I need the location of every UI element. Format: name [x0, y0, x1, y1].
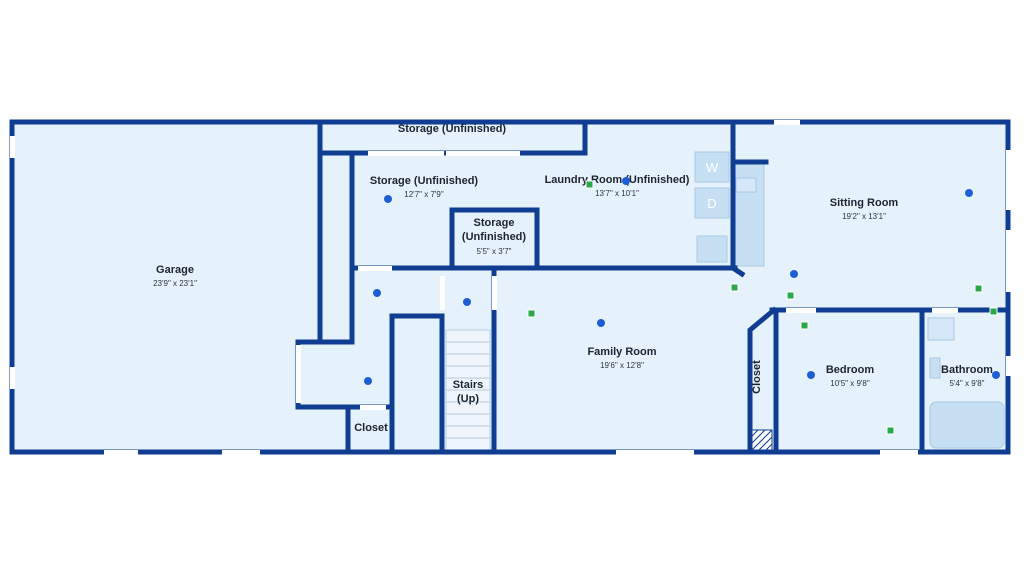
openings: [10, 120, 1011, 455]
photo-marker-icon[interactable]: [597, 319, 605, 327]
sitting-dims: 19'2" x 13'1": [842, 212, 886, 221]
photo-marker-icon[interactable]: [364, 377, 372, 385]
stairs-name-1: Stairs: [453, 379, 484, 391]
bedroom-name: Bedroom: [826, 364, 875, 376]
photo-marker-icon[interactable]: [622, 177, 630, 185]
storage-left-dims: 12'7" x 7'9": [404, 190, 444, 199]
laundry-name: Laundry Room (Unfinished): [545, 174, 690, 186]
closet-hatch: [751, 429, 773, 451]
photo-marker-icon[interactable]: [965, 189, 973, 197]
green-markers: [527, 180, 998, 435]
closet-right-name: Closet: [751, 360, 763, 394]
bathroom-name: Bathroom: [941, 364, 993, 376]
storage-left-name: Storage (Unfinished): [370, 175, 479, 187]
photo-marker-icon[interactable]: [992, 371, 1000, 379]
camera-marker-icon[interactable]: [585, 180, 594, 189]
camera-marker-icon[interactable]: [886, 426, 895, 435]
storage-small-name-1: Storage: [474, 217, 515, 229]
closet-left-name: Closet: [354, 422, 388, 434]
storage-top-name: Storage (Unfinished): [398, 123, 507, 135]
stair-treads: [445, 329, 491, 451]
bedroom-dims: 10'5" x 9'8": [830, 379, 870, 388]
washer-appliance[interactable]: [694, 151, 730, 183]
storage-small-name-2: (Unfinished): [462, 231, 526, 243]
family-dims: 19'6" x 12'8": [600, 361, 644, 370]
dryer-label: D: [707, 196, 716, 211]
photo-marker-icon[interactable]: [463, 298, 471, 306]
photo-marker-icon[interactable]: [790, 270, 798, 278]
camera-marker-icon[interactable]: [786, 291, 795, 300]
sitting-name: Sitting Room: [830, 197, 899, 209]
garage-name: Garage: [156, 264, 194, 276]
camera-marker-icon[interactable]: [800, 321, 809, 330]
storage-small-dims: 5'5" x 3'7": [477, 247, 512, 256]
camera-marker-icon[interactable]: [730, 283, 739, 292]
dryer-appliance[interactable]: [694, 187, 730, 219]
garage-dims: 23'9" x 23'1": [153, 279, 197, 288]
camera-marker-icon[interactable]: [527, 309, 536, 318]
bathroom-vanity: [927, 317, 955, 341]
stairs-name-2: (Up): [457, 393, 479, 405]
laundry-dims: 13'7" x 10'1": [595, 189, 639, 198]
bathroom-toilet: [929, 357, 941, 379]
photo-marker-icon[interactable]: [384, 195, 392, 203]
washer-label: W: [706, 160, 719, 175]
camera-marker-icon[interactable]: [974, 284, 983, 293]
photo-marker-icon[interactable]: [373, 289, 381, 297]
photo-marker-icon[interactable]: [807, 371, 815, 379]
bathroom-dims: 5'4" x 9'8": [950, 379, 985, 388]
blue-markers: [364, 177, 1000, 385]
family-name: Family Room: [587, 346, 656, 358]
laundry-sink: [696, 235, 728, 263]
floor-area: [12, 122, 1008, 452]
camera-marker-icon[interactable]: [989, 307, 998, 316]
bathtub: [929, 401, 1005, 449]
counter-sink: [735, 177, 757, 193]
